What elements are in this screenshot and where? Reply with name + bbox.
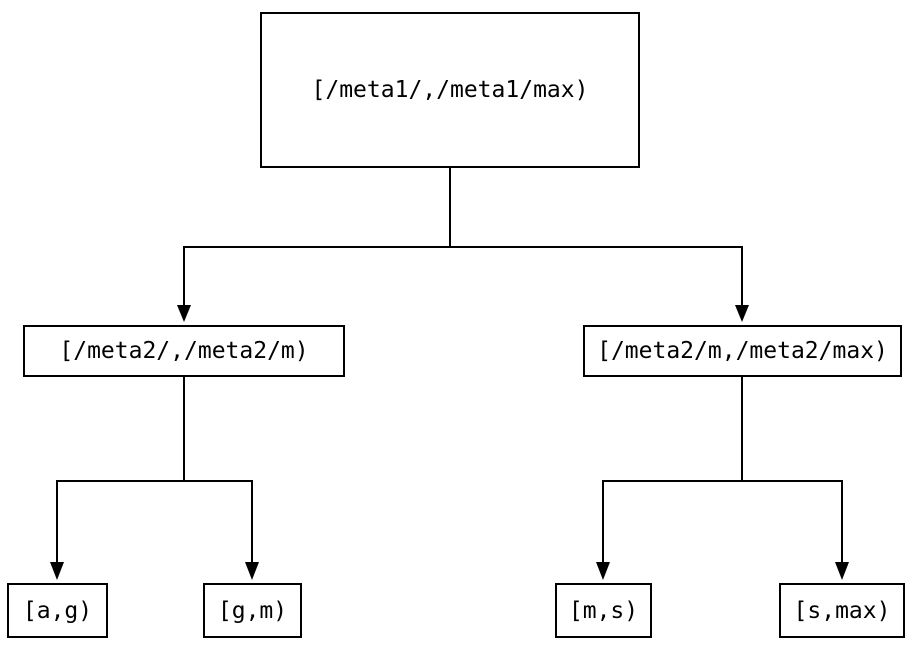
edge-line — [183, 168, 451, 306]
edge-line — [183, 377, 253, 563]
edge-line — [449, 168, 743, 306]
node-label: [m,s) — [568, 597, 639, 624]
edge-line — [56, 377, 185, 563]
node-root-meta1-range: [/meta1/,/meta1/max) — [260, 12, 640, 168]
node-label: [g,m) — [217, 597, 288, 624]
node-leaf-m-s: [m,s) — [555, 583, 652, 638]
edge-meta2-high-to-leaf-smax — [741, 377, 849, 580]
node-label: [s,max) — [793, 597, 891, 624]
edge-meta2-low-to-leaf-ag — [50, 377, 185, 580]
arrowhead-down-icon — [50, 562, 64, 580]
edge-line — [741, 377, 843, 563]
edge-line — [602, 377, 743, 563]
edge-meta2-high-to-leaf-ms — [596, 377, 743, 580]
node-label: [/meta1/,/meta1/max) — [311, 77, 589, 103]
arrowhead-down-icon — [835, 562, 849, 580]
arrowhead-down-icon — [177, 305, 191, 322]
node-meta2-high-range: [/meta2/m,/meta2/max) — [583, 325, 902, 377]
arrowhead-down-icon — [735, 305, 749, 322]
node-leaf-a-g: [a,g) — [7, 583, 108, 638]
edge-root-to-meta2-low — [177, 168, 451, 322]
arrowhead-down-icon — [245, 562, 259, 580]
node-meta2-low-range: [/meta2/,/meta2/m) — [23, 325, 345, 377]
edge-meta2-low-to-leaf-gm — [183, 377, 259, 580]
edge-root-to-meta2-high — [449, 168, 749, 322]
node-leaf-g-m: [g,m) — [203, 583, 302, 638]
node-label: [/meta2/m,/meta2/max) — [597, 338, 888, 364]
arrowhead-down-icon — [596, 562, 610, 580]
node-label: [a,g) — [22, 597, 93, 624]
node-label: [/meta2/,/meta2/m) — [59, 338, 309, 364]
node-leaf-s-max: [s,max) — [779, 583, 905, 638]
